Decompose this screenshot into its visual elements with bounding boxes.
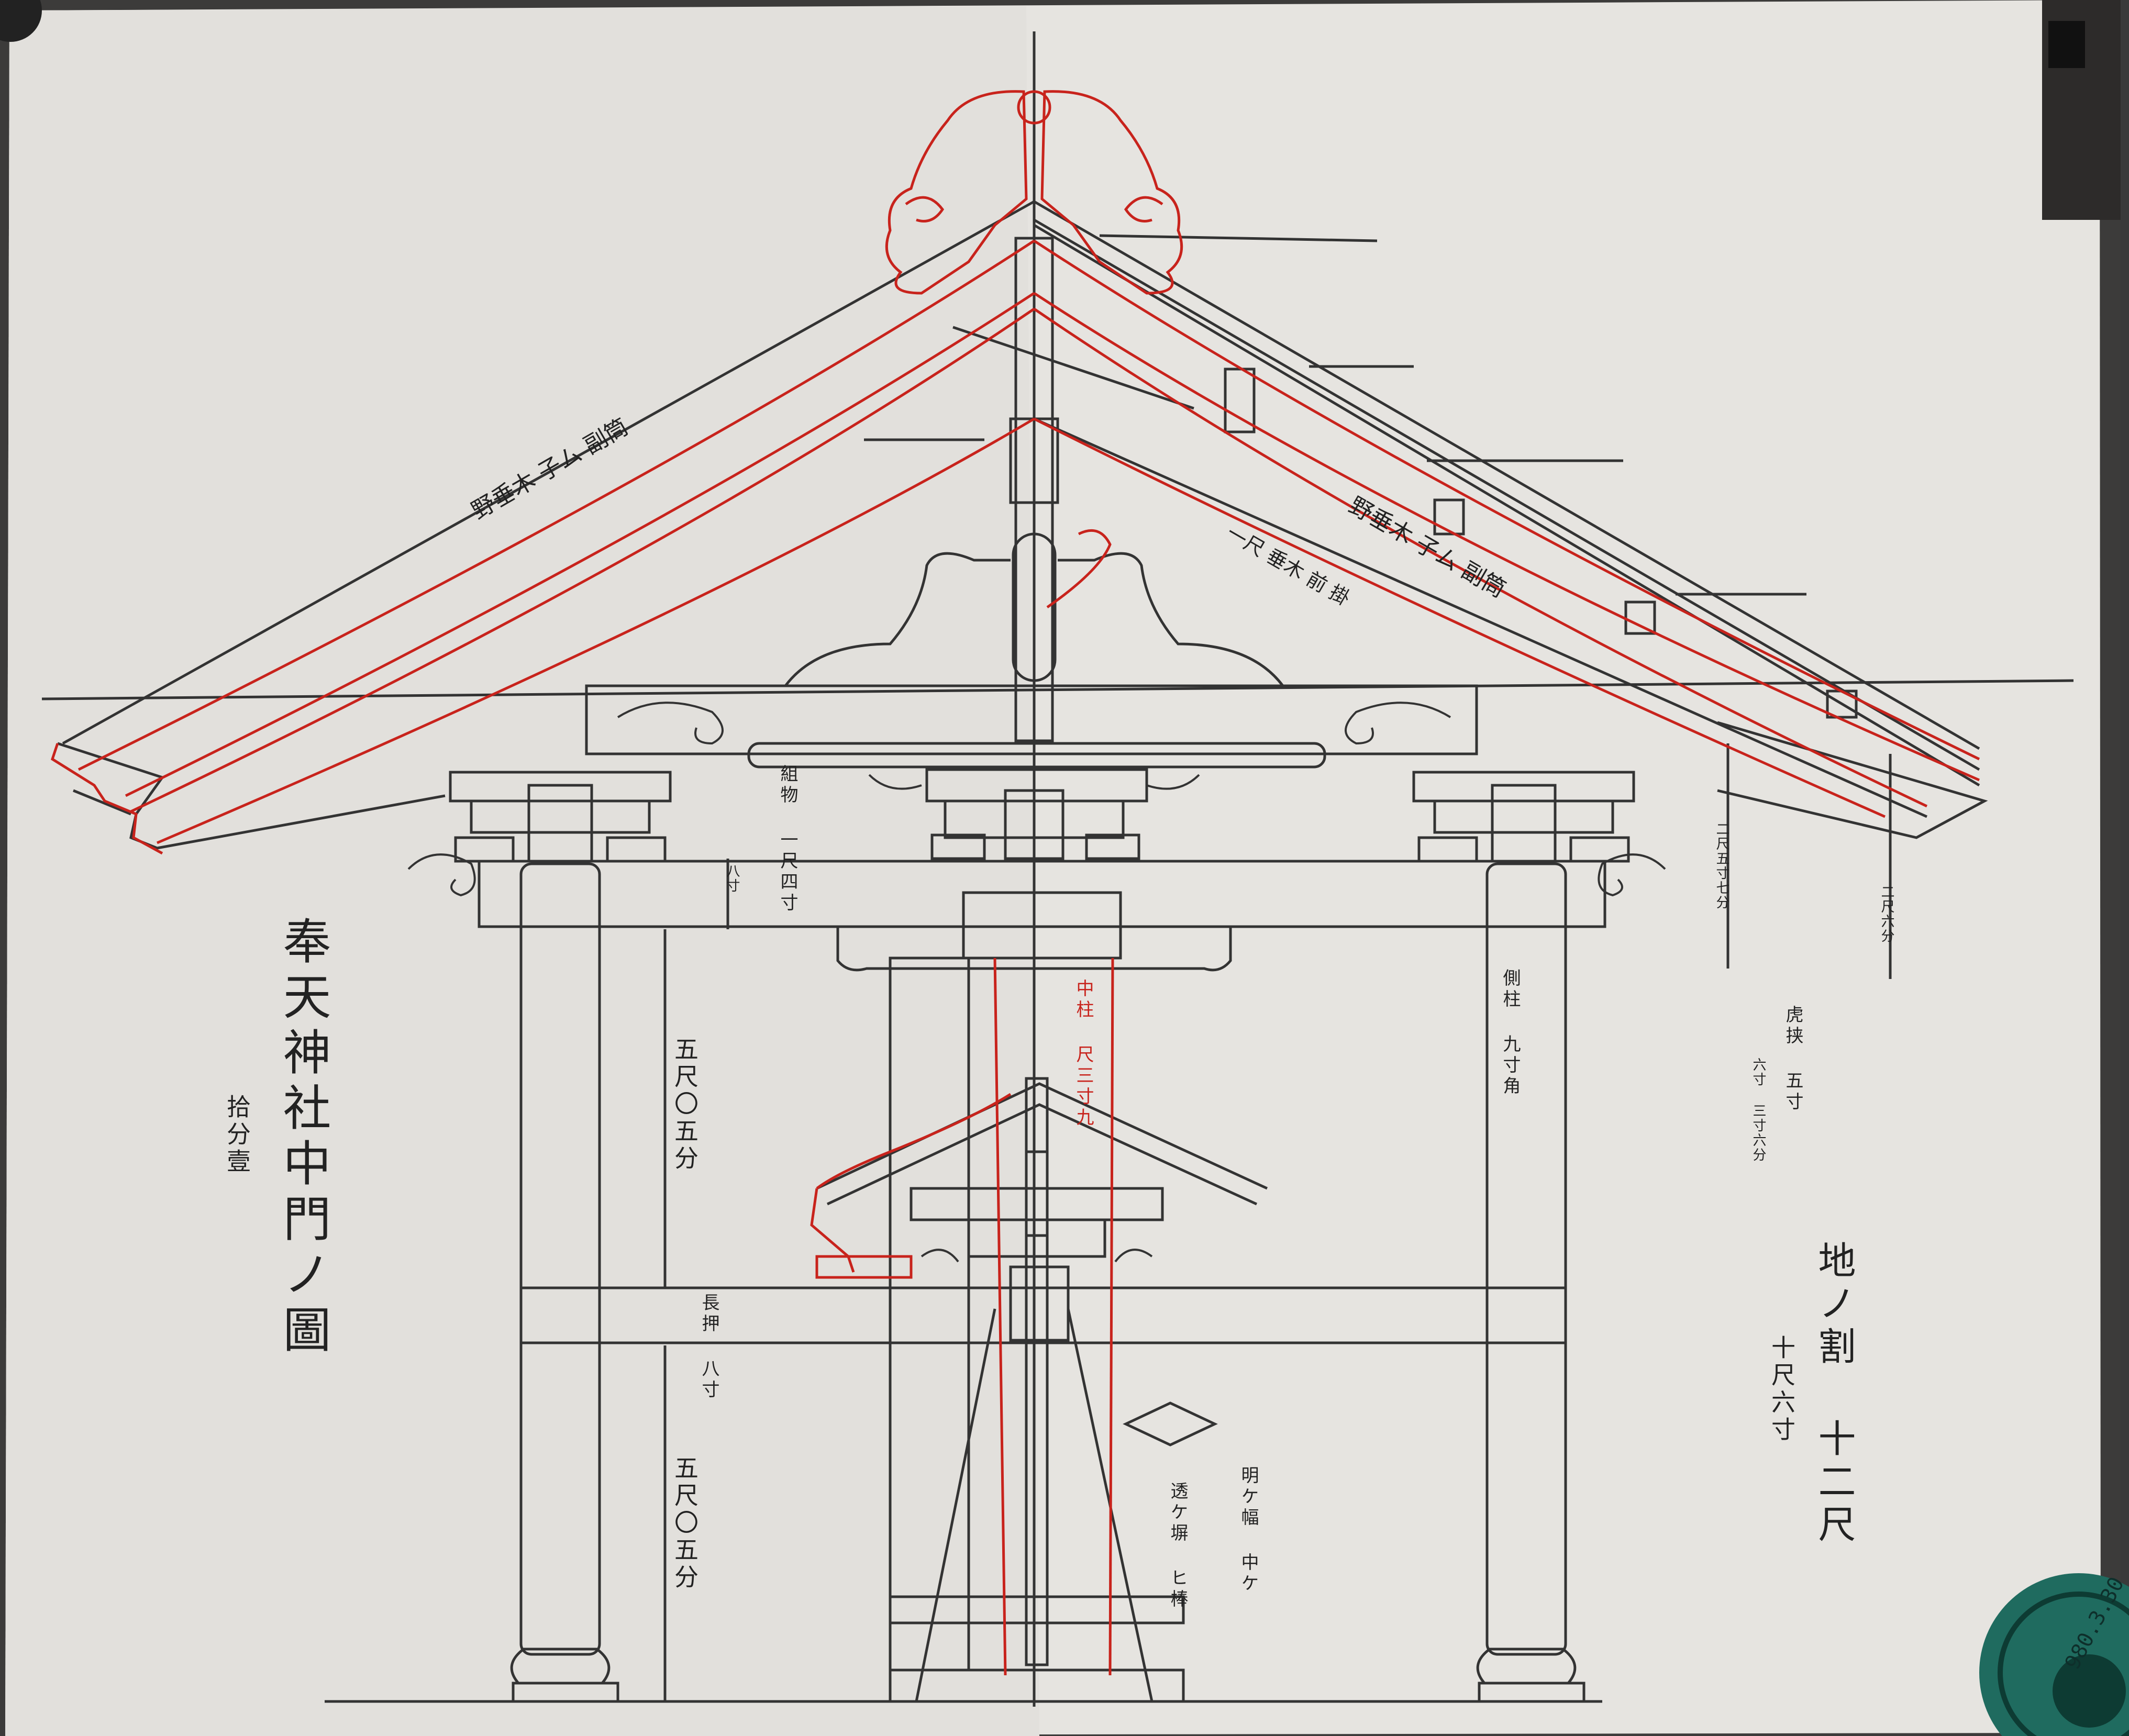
kumimono-label: 組物 一尺四寸 [777,764,798,914]
bracket-left [449,771,672,863]
corner-shadow [0,0,42,42]
nageshi-label: 長押 八寸 [698,1293,719,1401]
dimension-a: 二尺五寸七分 [1714,822,1729,910]
red-ink-lines [51,90,1980,1676]
drawing-scale: 拾分壹 [223,1094,251,1176]
center-pillar-label: 中柱 尺三寸九 [1073,979,1094,1129]
door-note: 明ケ幅 中ケ [1238,1466,1259,1595]
right-small-note: 六寸 三寸六分 [1750,1058,1766,1162]
decorative-scrolls [407,702,1666,1263]
right-note: 虎挟 五寸 [1782,1005,1803,1113]
stamp-ring [1998,1592,2129,1736]
dimension-upper: 五尺〇五分 [671,1037,699,1173]
stamp-center [2053,1654,2126,1728]
door-note-2: 透ケ塀 ヒ棒 [1167,1482,1188,1610]
side-pillar-label: 側柱 九寸角 [1500,969,1521,1097]
ground-note: 地ノ割 十二尺 [1812,1241,1856,1548]
bracket-right [1412,771,1635,863]
eight-sun-label: 八寸 [724,864,740,893]
dimension-lower: 五尺〇五分 [671,1455,699,1592]
pencil-lines [41,31,2074,1707]
ground-note-2: 十尺六寸 [1768,1335,1796,1444]
dimension-b: 二尺六分 [1879,885,1894,943]
drawing-title: 奉天神社中門ノ圖 [275,916,331,1360]
clip-hole [2048,21,2085,68]
